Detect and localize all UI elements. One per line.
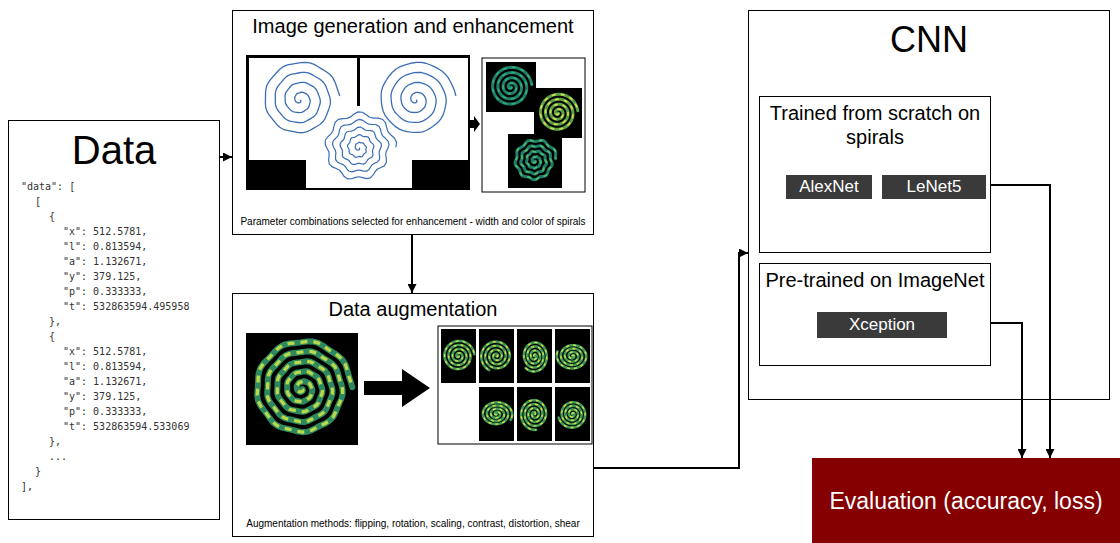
box-title: Trained from scratch on spirals (760, 97, 990, 149)
group-box: CNN Trained from scratch on spiralsAlexNe… (748, 10, 1110, 400)
augmented-image (479, 329, 514, 383)
code-line: "y": 379.125, (9, 269, 219, 284)
code-line: "p": 0.333333, (9, 284, 219, 299)
flow-arrow (991, 185, 1050, 458)
spiral-drawing (521, 400, 546, 430)
code-line: "a": 1.132671, (9, 254, 219, 269)
box-title: Pre-trained on ImageNet (760, 264, 990, 292)
spiral-drawing (483, 402, 512, 424)
spiral-image (306, 106, 412, 188)
box-title: Image generation and enhancement (236, 14, 590, 38)
code-line: "l": 0.813594, (9, 239, 219, 254)
code-line: } (9, 464, 219, 479)
caption-text: Parameter combinations selected for enha… (236, 216, 590, 228)
box-title: LeNet5 (907, 177, 962, 197)
code-line: }, (9, 314, 219, 329)
flow-arrow (594, 253, 748, 468)
augmented-image (517, 329, 552, 383)
code-line: "x": 512.5781, (9, 344, 219, 359)
spiral-drawing (524, 343, 547, 372)
image-panel (482, 58, 585, 192)
data-box: Data"data": [[{"x": 512.5781,"l": 0.8135… (8, 120, 220, 520)
augmented-image (479, 387, 514, 441)
code-line: "t": 532863594.495958 (9, 299, 219, 314)
augmented-image (517, 387, 552, 441)
box-title: Data (9, 127, 219, 173)
code-line: ... (9, 449, 219, 464)
code-line: { (9, 209, 219, 224)
box-title: AlexNet (799, 177, 859, 197)
spiral-drawing (540, 94, 577, 129)
box-title: Evaluation (accuracy, loss) (829, 487, 1102, 515)
spiral-drawing (481, 342, 509, 370)
spiral-drawing (257, 341, 352, 432)
augmented-image (441, 329, 476, 383)
image-panel (438, 326, 592, 444)
spiral-drawing (444, 341, 474, 369)
code-line: { (9, 329, 219, 344)
model-label: LeNet5 (882, 175, 986, 199)
image-panel (246, 55, 470, 190)
augmented-image (555, 387, 590, 441)
box-title: Data augmentation (236, 297, 590, 321)
code-line: "l": 0.813594, (9, 359, 219, 374)
spiral-drawing (381, 62, 456, 132)
spiral-shading (515, 140, 556, 180)
group-box: Trained from scratch on spiralsAlexNet Le… (759, 96, 991, 253)
caption-text: Augmentation methods: flipping, rotation… (236, 518, 590, 530)
spiral-drawing (515, 140, 556, 180)
spiral-shading (521, 400, 546, 430)
augmented-image (555, 329, 590, 383)
enhanced-spirals (482, 58, 585, 192)
spiral-shading (493, 67, 532, 104)
code-line: ], (9, 479, 219, 494)
spiral-image (486, 62, 536, 112)
code-line: "data": [ (9, 179, 219, 194)
spiral-drawing (493, 67, 532, 104)
spiral-shading (483, 402, 512, 424)
process-box: Image generation and enhancementParamete… (232, 10, 594, 235)
process-box: Data augmentationAugmentation methods: f… (232, 293, 594, 537)
raw-spirals (246, 55, 480, 190)
spiral-shading (257, 341, 352, 432)
spiral-image (246, 333, 358, 445)
big-arrow (364, 369, 430, 407)
model-label: Xception (817, 312, 947, 338)
spiral-drawing (265, 62, 339, 132)
code-line: "x": 512.5781, (9, 224, 219, 239)
spiral-drawing (557, 345, 586, 368)
step-arrow (470, 116, 480, 132)
model-label: AlexNet (786, 175, 872, 199)
spiral-shading (481, 342, 509, 370)
spiral-image (508, 134, 562, 188)
spiral-shading (444, 341, 474, 369)
code-line: "a": 1.132671, (9, 374, 219, 389)
spiral-shading (524, 343, 547, 372)
spiral-image (534, 88, 582, 138)
spiral-shading (557, 345, 586, 368)
code-line: "y": 379.125, (9, 389, 219, 404)
flow-arrow (411, 235, 413, 293)
result-box: Evaluation (accuracy, loss) (812, 458, 1120, 543)
code-line: }, (9, 434, 219, 449)
spiral-drawing (559, 402, 586, 427)
flow-arrow (991, 323, 1022, 458)
group-box: Pre-trained on ImageNetXception (759, 263, 991, 366)
code-line: "t": 532863594.533069 (9, 419, 219, 434)
spiral-shading (559, 402, 586, 427)
spiral-shading (540, 94, 577, 129)
code-line: [ (9, 194, 219, 209)
code-line: "p": 0.333333, (9, 404, 219, 419)
augmentation-illustration (246, 326, 592, 445)
flow-arrow (220, 156, 232, 158)
spiral-drawing (325, 112, 396, 179)
box-title: CNN (749, 19, 1109, 61)
box-title: Xception (849, 315, 915, 335)
